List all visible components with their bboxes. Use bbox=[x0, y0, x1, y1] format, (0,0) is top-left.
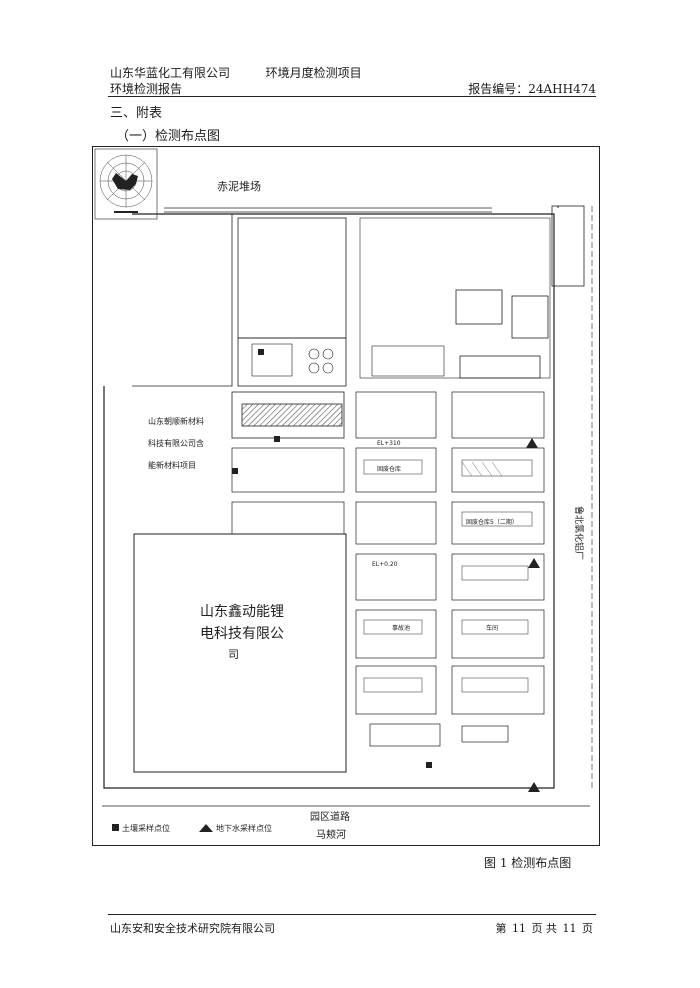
section-subtitle: （一）检测布点图 bbox=[116, 129, 221, 144]
report-no-value: 24AHH474 bbox=[528, 82, 596, 96]
report-no-label: 报告编号： bbox=[468, 82, 529, 96]
left-company-line1: 山东朝顺新材料 bbox=[148, 416, 204, 426]
site-boundary bbox=[103, 213, 555, 789]
left-company-line3: 能新材料项目 bbox=[148, 460, 196, 470]
hatched-building bbox=[241, 403, 343, 427]
pool-label: 事故池 bbox=[392, 624, 410, 632]
map-legend: 土壤采样点位 地下水采样点位 bbox=[112, 823, 272, 833]
header-company: 山东华蓝化工有限公司 bbox=[110, 66, 231, 80]
park-road-label: 园区道路 bbox=[310, 810, 350, 823]
map-frame-border bbox=[92, 146, 600, 846]
neighbor-company-line3: 司 bbox=[228, 648, 239, 661]
footer-organization: 山东安和安全技术研究院有限公司 bbox=[110, 922, 275, 935]
header-company-line: 山东华蓝化工有限公司 环境月度检测项目 bbox=[110, 64, 362, 81]
header-report-number: 报告编号：24AHH474 bbox=[468, 80, 596, 97]
footer-rule bbox=[108, 914, 596, 915]
soil-legend-icon bbox=[112, 824, 119, 831]
figure-caption: 图 1 检测布点图 bbox=[484, 856, 572, 870]
neighbor-company-line1: 山东鑫动能锂 bbox=[200, 603, 284, 620]
storage-label: 固废仓库5（二期） bbox=[466, 518, 518, 526]
header-rule bbox=[108, 96, 596, 97]
site-plan-figure: 赤泥堆场 山东朝顺新材料 科技有限公司含 能新材料项目 bbox=[92, 146, 600, 846]
site-plan-drawing: 赤泥堆场 山东朝顺新材料 科技有限公司含 能新材料项目 bbox=[92, 146, 600, 846]
warehouse-label: 固废仓库 bbox=[377, 465, 401, 473]
river-label: 马颊河 bbox=[316, 828, 346, 841]
soil-legend-label: 土壤采样点位 bbox=[122, 823, 170, 833]
page-number: 11 bbox=[512, 922, 526, 935]
page-suffix: 页 bbox=[582, 922, 593, 935]
header-project: 环境月度检测项目 bbox=[265, 66, 362, 80]
neighbor-company-line2: 电科技有限公 bbox=[200, 626, 284, 642]
neighbor-company-block bbox=[133, 533, 347, 773]
north-stockyard-label: 赤泥堆场 bbox=[217, 179, 261, 193]
workshop-label: 车间 bbox=[486, 624, 498, 632]
page-mid: 页 共 bbox=[531, 922, 558, 935]
header-report-type: 环境检测报告 bbox=[110, 82, 183, 96]
wind-rose-icon bbox=[94, 148, 158, 220]
left-company-line2: 科技有限公司含 bbox=[148, 438, 204, 448]
soil-sampling-markers bbox=[232, 349, 432, 768]
groundwater-sampling-markers bbox=[526, 438, 540, 792]
elevation-label-310: EL+310 bbox=[377, 440, 401, 447]
page-total: 11 bbox=[562, 922, 577, 935]
groundwater-legend-icon bbox=[199, 824, 213, 832]
page-prefix: 第 bbox=[495, 922, 507, 935]
groundwater-legend-label: 地下水采样点位 bbox=[216, 823, 272, 833]
right-factory-label: 鲁北氯化铝厂 bbox=[573, 506, 585, 560]
elevation-label-020: EL+0.20 bbox=[372, 561, 398, 568]
section-title: 三、附表 bbox=[110, 106, 163, 121]
footer-page-indicator: 第 11 页 共 11 页 bbox=[495, 920, 595, 936]
